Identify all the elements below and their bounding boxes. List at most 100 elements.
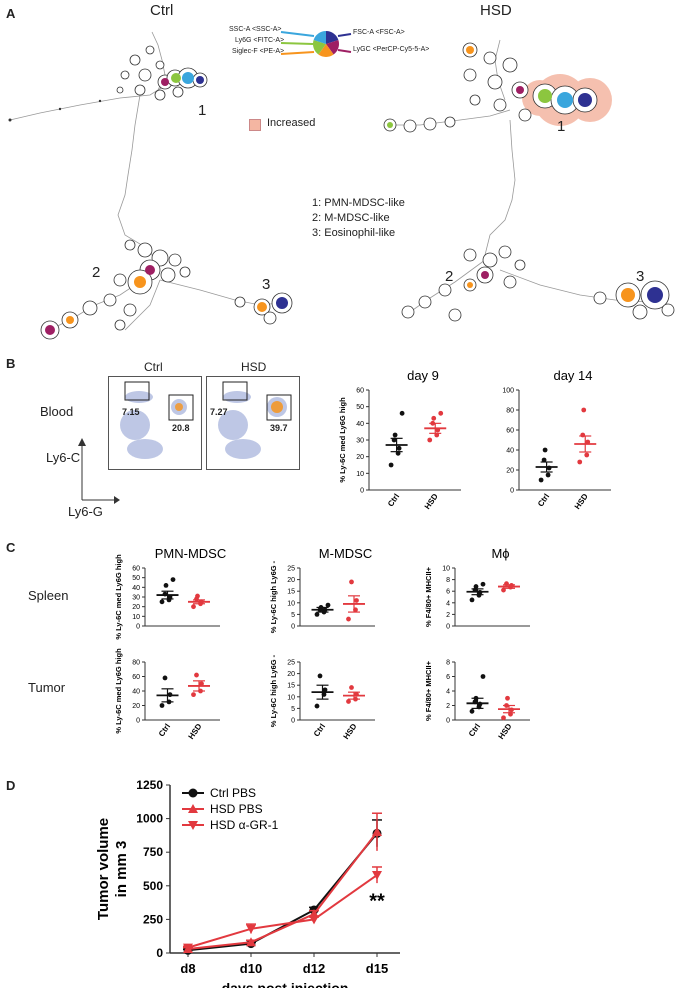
y-tick-label: 50	[356, 404, 364, 411]
y-tick-label: 5	[291, 612, 295, 619]
y-tick-label: 40	[132, 585, 140, 592]
y-tick-label: 0	[291, 624, 295, 631]
data-point	[159, 703, 165, 708]
row-label-tumor: Tumor	[28, 680, 66, 695]
y-tick-label: 60	[132, 674, 140, 681]
y-tick-label: 20	[132, 604, 140, 611]
series-hsd-gr-1	[183, 866, 382, 953]
data-point	[246, 937, 256, 947]
ctrl-gate-1: 7.15	[122, 407, 140, 417]
flow-density-ctrl	[120, 381, 194, 459]
cluster-key-3: 3: Eosinophil-like	[312, 227, 396, 239]
data-point	[388, 462, 394, 468]
y-tick-label: 80	[132, 660, 140, 667]
category-label: Ctrl	[157, 722, 172, 738]
y-tick-label: 6	[446, 589, 450, 596]
data-point	[322, 687, 328, 693]
category-label: Ctrl	[312, 722, 327, 738]
y-tick-label: 60	[356, 388, 364, 395]
ctrl-gate-2: 20.8	[172, 423, 190, 433]
category-label: HSD	[187, 722, 204, 741]
data-point	[191, 604, 196, 610]
data-point	[183, 943, 193, 953]
data-point	[188, 804, 198, 813]
y-tick-label: 2	[446, 703, 450, 710]
legend-fsc: FSC-A <FSC-A>	[353, 29, 405, 36]
y-tick-label: 750	[143, 845, 163, 859]
y-tick-label: 0	[156, 946, 163, 960]
y-tick-label: 100	[502, 388, 514, 395]
y-tick-label: 1000	[136, 812, 163, 826]
data-point	[354, 598, 359, 603]
hsd-cluster-3: 3	[636, 268, 645, 285]
hsd-cluster-1: 1	[557, 118, 566, 135]
y-axis-label: % Ly-6C high Ly6G -	[269, 560, 278, 633]
ctrl-cluster-1: 1	[198, 102, 207, 119]
data-point	[480, 581, 486, 587]
y-tick-label: 80	[506, 408, 514, 415]
y-tick-label: 15	[287, 589, 295, 596]
panel-a-hsd-title: HSD	[480, 2, 512, 19]
data-point	[431, 415, 437, 421]
y-tick-label: 15	[287, 683, 295, 690]
legend-lygc: LyGC <PerCP-Cy5-5-A>	[353, 46, 430, 53]
data-point	[314, 703, 320, 709]
data-point	[163, 583, 169, 588]
hsd-gate-1: 7.27	[210, 407, 228, 417]
legend-label: HSD α-GR-1	[210, 818, 279, 832]
data-point	[584, 452, 590, 458]
y-axis-label: Tumor volume	[95, 818, 112, 920]
data-point	[545, 472, 551, 478]
legend-siglecf: Siglec-F <PE-A>	[232, 48, 285, 55]
y-tick-label: 25	[287, 660, 295, 667]
legend-label: Ctrl PBS	[210, 786, 256, 800]
increased-label: Increased	[267, 117, 316, 129]
y-axis-label: % Ly-6C high Ly6G -	[269, 654, 278, 727]
data-point	[325, 602, 331, 608]
y-tick-label: 0	[136, 718, 140, 725]
y-tick-label: 0	[360, 488, 364, 495]
flow-y-axis-label: Ly6-C	[46, 450, 81, 465]
y-tick-label: 10	[287, 600, 295, 607]
y-tick-label: 20	[506, 468, 514, 475]
data-point	[246, 924, 256, 934]
data-point	[469, 708, 475, 714]
flow-hsd-title: HSD	[241, 360, 267, 374]
series-hsd-pbs	[183, 812, 382, 953]
hsd-gate-2: 39.7	[270, 423, 288, 433]
cluster-key: 1: PMN-MDSC-like 2: M-MDSC-like 3: Eosin…	[312, 196, 405, 241]
data-point	[438, 410, 444, 416]
y-tick-label: 5	[291, 706, 295, 713]
flow-plot-hsd	[206, 376, 300, 470]
cluster-key-1: 1: PMN-MDSC-like	[312, 197, 405, 209]
legend-label: HSD PBS	[210, 802, 263, 816]
flow-density-hsd	[218, 381, 292, 459]
data-point	[195, 593, 200, 599]
panel-b-label: B	[6, 356, 16, 371]
category-label: HSD	[573, 492, 590, 511]
y-tick-label: 10	[442, 566, 450, 573]
category-label: Ctrl	[467, 722, 482, 738]
category-label: HSD	[342, 722, 359, 741]
category-label: Ctrl	[536, 492, 551, 508]
data-point	[372, 871, 382, 881]
flow-ctrl-title: Ctrl	[144, 360, 163, 374]
y-tick-label: 20	[287, 577, 295, 584]
hsd-cluster-2: 2	[445, 268, 454, 285]
y-axis-label: % Ly-6C med Ly6G high	[338, 397, 347, 483]
chart-title: day 14	[553, 368, 592, 383]
data-point	[581, 407, 587, 413]
y-tick-label: 50	[132, 575, 140, 582]
data-point	[501, 715, 506, 721]
y-tick-label: 40	[132, 689, 140, 696]
y-tick-label: 0	[136, 624, 140, 631]
data-point	[349, 685, 354, 690]
y-axis-label: % Ly-6C med Ly6G high	[114, 648, 123, 734]
data-point	[396, 445, 402, 451]
y-tick-label: 40	[356, 421, 364, 428]
